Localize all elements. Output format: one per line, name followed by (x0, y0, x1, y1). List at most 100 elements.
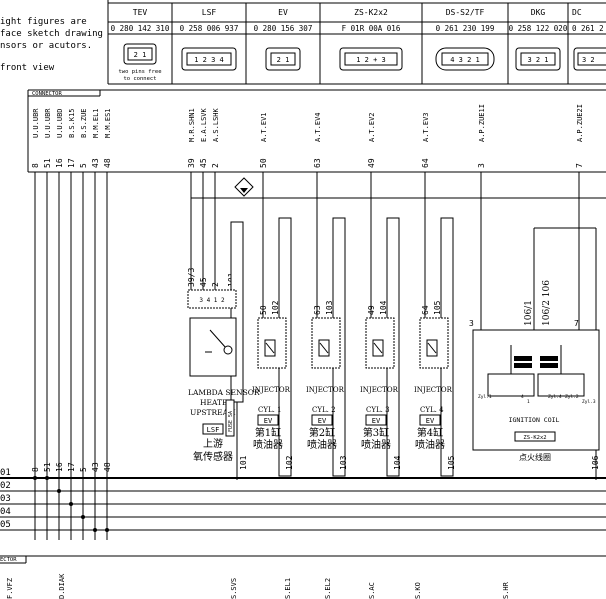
coil-cn: 点火线圈 (519, 452, 551, 462)
wire-label: 106 (591, 455, 600, 470)
injector-code: EV (372, 417, 381, 425)
pin-number: 5 (79, 467, 88, 472)
injector-3: 49 104 INJECTOR CYL. 3 EV 第3缸 喷油器 104 (360, 217, 402, 477)
component-zs-k2x2: ZS-K2x2 F 01R 00A 016 1 2 + 3 (339, 8, 403, 71)
wire-label: 63 (313, 305, 322, 315)
wire-label: 3 (469, 319, 474, 328)
signal-label: S.EL1 (284, 578, 292, 599)
component-dc: DC 0 261 2 3 2 (572, 8, 606, 71)
wire-label: 105 (447, 455, 456, 470)
coil-pin: Zyl.2 (565, 394, 579, 400)
wire-label: 103 (339, 455, 348, 470)
injector-cn-1: 第4缸 (417, 426, 443, 439)
signal-label: U.U.UBR (32, 108, 40, 138)
injector-4: 64 105 INJECTOR CYL. 4 EV 第4缸 喷油器 105 (414, 217, 456, 477)
component-table (107, 0, 606, 85)
component-name: LSF (202, 8, 217, 17)
signal-label: B.S.K15 (68, 108, 76, 138)
bottom-pins: 8 51 16 17 5 43 48 (31, 462, 112, 472)
pin-number: 50 (259, 158, 268, 168)
injector-cn-1: 第1缸 (255, 426, 281, 439)
pin-number: 17 (67, 462, 76, 472)
bottom-connector: ECTOR F.VFZ D.DIAK S.SVS S.EL1 S.EL2 S.A… (0, 555, 606, 599)
coil-pin: Zyl.3 (582, 399, 596, 405)
pin-number: 51 (43, 158, 52, 168)
component-name: DKG (531, 8, 546, 17)
lambda-position: UPSTREAM (190, 408, 236, 417)
coil-pin: 4 (521, 394, 524, 400)
wire-label: 45 (199, 277, 208, 287)
part-number: 0 258 006 937 (180, 24, 239, 33)
injector-title: INJECTOR (252, 386, 291, 394)
pin-number: 51 (43, 462, 52, 472)
signal-label: A.S.LSHK (212, 107, 220, 142)
wire-label: 102 (285, 455, 294, 470)
connector-pins: 1 2 3 4 (194, 56, 224, 64)
wire-label: 102 (271, 300, 280, 315)
signal-label: A.T.EV3 (422, 112, 430, 142)
connector-label: ECTOR (0, 557, 17, 563)
component-lsf: LSF 0 258 006 937 1 2 3 4 (180, 8, 239, 71)
connector-pins: 3 2 1 (527, 56, 548, 64)
rail-label: 03 (0, 494, 11, 504)
wire-label: 50 (259, 305, 268, 315)
pin-number: 8 (31, 163, 40, 168)
coil-pin: 1 (527, 399, 530, 405)
ground-symbol (191, 177, 606, 199)
pin-number: 17 (67, 158, 76, 168)
signal-label: A.P.ZUE2I (576, 104, 584, 142)
signal-label: E.A.LSVK (200, 107, 208, 142)
injector-1: 50 102 INJECTOR CYL. 1 EV 第1缸 喷油器 102 (252, 217, 294, 477)
lambda-cn-2: 氧传感器 (193, 450, 233, 463)
pin-number: 7 (575, 163, 584, 168)
wire-label: 106/1 (524, 300, 534, 326)
part-number: F 01R 00A 016 (342, 24, 401, 33)
rail-label: 02 (0, 481, 11, 491)
intro-line-2: face sketch drawing (0, 29, 103, 39)
wire-label: 101 (239, 455, 248, 470)
component-tev: TEV 0 280 142 310 2 1 two pins free to c… (111, 8, 170, 82)
ecu-signal-labels: U.U.UBR U.U.UBR U.U.UBD B.S.K15 B.S.ZUE … (32, 104, 584, 142)
pin-number: 16 (55, 462, 64, 472)
injector-cn-1: 第3缸 (363, 426, 389, 439)
connector-pins: 2 1 (277, 56, 290, 64)
injector-cn-1: 第2缸 (309, 426, 335, 439)
signal-label: U.U.UBR (44, 108, 52, 138)
coil-title: IGNITION COIL (509, 416, 560, 424)
ignition-coil: 106/1 106/2 106 3 7 Zyl.1 4 Zyl.4 Zyl.2 … (469, 227, 600, 480)
wire-label: 2 (211, 282, 220, 287)
signal-label: M.R.SHN1 (188, 108, 196, 142)
part-number: 0 258 122 020 (509, 24, 568, 33)
connector-pins: 1 2 + 3 (356, 56, 386, 64)
lambda-title: LAMBDA SENSOR (188, 388, 260, 397)
power-rails: 01 02 03 04 05 (0, 468, 606, 532)
signal-label: S.KO (414, 582, 422, 599)
pin-number: 64 (421, 158, 430, 168)
signal-label: M.M.ES1 (104, 108, 112, 138)
pin-number: 43 (91, 462, 100, 472)
part-number: 0 280 142 310 (111, 24, 170, 33)
signal-label: M.M.EL1 (92, 108, 100, 138)
component-ev: EV 0 280 156 307 2 1 (254, 8, 312, 71)
signal-label: S.HR (502, 581, 510, 599)
signal-label: U.U.UBD (56, 108, 64, 138)
cylinder-label: CYL. 3 (366, 406, 390, 414)
component-dkg: DKG 0 258 122 020 3 2 1 (509, 8, 568, 71)
connector-pins: 4 3 2 1 (450, 56, 480, 64)
wire-label: 105 (433, 300, 442, 315)
injector-cn-2: 喷油器 (307, 438, 337, 451)
connector-pins: 3 2 (582, 56, 595, 64)
injector-cn-2: 喷油器 (415, 438, 445, 451)
intro-notes: ight figures are face sketch drawing nso… (0, 17, 103, 73)
pin-number: 2 (211, 163, 220, 168)
signal-label: A.P.ZUE1I (478, 104, 486, 142)
connector-pins: 2 1 (134, 51, 147, 59)
injector-2: 63 103 INJECTOR CYL. 2 EV 第2缸 喷油器 103 (306, 217, 348, 477)
pin-number: 49 (367, 158, 376, 168)
signal-label: A.T.EV1 (260, 112, 268, 142)
injector-title: INJECTOR (414, 386, 453, 394)
signal-label: D.DIAK (58, 573, 66, 599)
ecu-pin-numbers: 8 51 16 17 5 43 48 39 45 2 50 63 49 64 3… (31, 158, 584, 168)
signal-label: F.VFZ (6, 578, 14, 599)
